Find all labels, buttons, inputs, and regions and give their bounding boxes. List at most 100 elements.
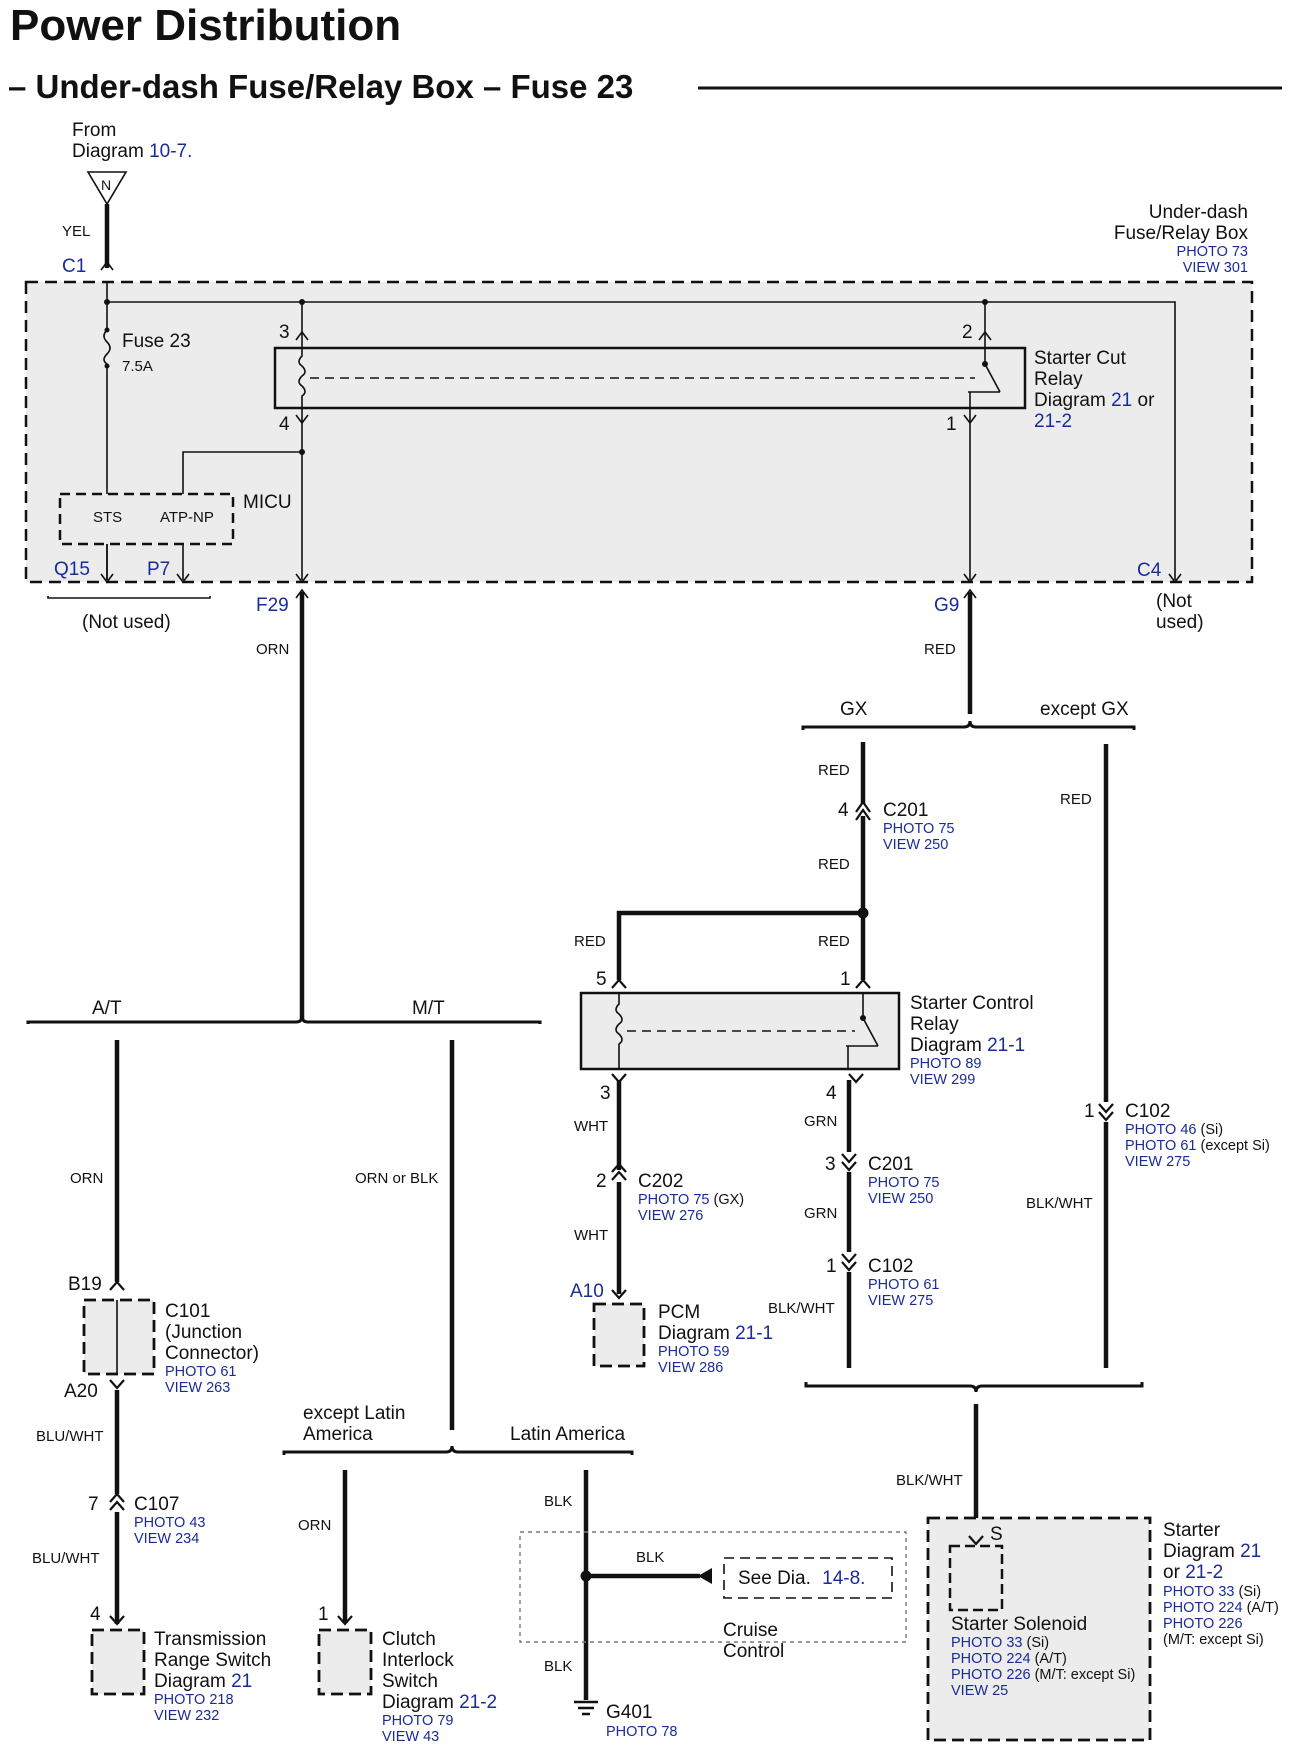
trs-diagram: Diagram 21: [154, 1671, 252, 1692]
c107-view[interactable]: VIEW 234: [134, 1531, 199, 1547]
micu-outputs: [106, 544, 184, 580]
c102-right-pin: 1: [1084, 1101, 1095, 1122]
starter-cut-relay-ref-1[interactable]: 21: [1111, 390, 1132, 411]
clutch-diagram-ref[interactable]: 21-2: [459, 1692, 497, 1713]
c102-right-view[interactable]: VIEW 275: [1125, 1154, 1190, 1170]
trs-diagram-ref[interactable]: 21: [231, 1671, 252, 1692]
c102-mid-view[interactable]: VIEW 275: [868, 1293, 933, 1309]
c202-photo[interactable]: PHOTO 75 (GX): [638, 1192, 744, 1208]
starter-diagram-2: or 21-2: [1163, 1562, 1223, 1583]
cruise-arrow-icon: [698, 1568, 712, 1584]
starter-cut-relay-label-2: Relay: [1034, 369, 1083, 390]
connector-c202-icon: [611, 1162, 627, 1181]
c102-right-photo-2[interactable]: PHOTO 61 (except Si): [1125, 1138, 1270, 1154]
fuse-box-title-1: Under-dash: [1149, 202, 1248, 223]
relay-ctrl-pin5: 5: [596, 969, 607, 990]
wire-label-blkwht-pcm: BLK/WHT: [768, 1300, 835, 1317]
c107-photo[interactable]: PHOTO 43: [134, 1515, 205, 1531]
starter-control-relay-view[interactable]: VIEW 299: [910, 1072, 975, 1088]
wire-label-red-left: RED: [574, 933, 606, 950]
c201-mid-photo[interactable]: PHOTO 75: [868, 1175, 939, 1191]
not-used-label: (Not used): [82, 612, 171, 633]
starter-label: Starter: [1163, 1520, 1221, 1541]
wire-label-grn: GRN: [804, 1113, 837, 1130]
pcm-diagram-ref[interactable]: 21-1: [735, 1323, 773, 1344]
clutch-diagram: Diagram 21-2: [382, 1692, 497, 1713]
starter-control-relay-ref[interactable]: 21-1: [987, 1035, 1025, 1056]
wire-label-wht-2: WHT: [574, 1227, 608, 1244]
starter-control-relay-photo[interactable]: PHOTO 89: [910, 1056, 981, 1072]
starter-cut-relay-ref-2[interactable]: 21-2: [1034, 411, 1072, 432]
fuse-box-view[interactable]: VIEW 301: [1183, 260, 1248, 276]
c201-mid-pin: 3: [825, 1154, 836, 1175]
relay-cut-switch-pivot: [982, 361, 988, 367]
c102-right-photo-1[interactable]: PHOTO 46 (Si): [1125, 1122, 1223, 1138]
pcm-pin: A10: [570, 1281, 604, 1302]
c201-top-view[interactable]: VIEW 250: [883, 837, 948, 853]
trs-box: [90, 1628, 146, 1696]
starter-solenoid-photo-2[interactable]: PHOTO 224 (A/T): [951, 1651, 1067, 1667]
starter-photo-3[interactable]: PHOTO 226: [1163, 1616, 1243, 1632]
c201-top-name: C201: [883, 800, 928, 821]
connector-g9-icon: [963, 573, 977, 584]
wire-label-wht: WHT: [574, 1118, 608, 1135]
c101-photo[interactable]: PHOTO 61: [165, 1364, 236, 1380]
clutch-photo[interactable]: PHOTO 79: [382, 1713, 453, 1729]
starter-solenoid-photo-3[interactable]: PHOTO 226 (M/T: except Si): [951, 1667, 1135, 1683]
micu-output-icons: [100, 573, 190, 584]
wire-label-blk-2: BLK: [636, 1549, 664, 1566]
clutch-pin: 1: [318, 1604, 329, 1625]
from-diagram-ref[interactable]: 10-7.: [149, 141, 192, 162]
c201-mid-name: C201: [868, 1154, 913, 1175]
c107-pin: 7: [88, 1494, 99, 1515]
starter-solenoid-label: Starter Solenoid: [951, 1614, 1087, 1635]
c101-top-plug: [109, 1280, 125, 1291]
starter-photo-3-note: (M/T: except Si): [1163, 1632, 1264, 1648]
c201-mid-view[interactable]: VIEW 250: [868, 1191, 933, 1207]
relay-cut-pin3-icon: [295, 330, 309, 341]
c102-mid-pin: 1: [826, 1256, 837, 1277]
relay-ctrl-switch-pivot: [860, 1015, 866, 1021]
c202-name: C202: [638, 1171, 683, 1192]
c202-view[interactable]: VIEW 276: [638, 1208, 703, 1224]
starter-ref-1[interactable]: 21: [1240, 1541, 1261, 1562]
relay-cut-pin2: 2: [962, 322, 973, 343]
relay-ctrl-pin3: 3: [600, 1083, 611, 1104]
connector-c107-icon: [109, 1492, 125, 1511]
pcm-photo[interactable]: PHOTO 59: [658, 1344, 729, 1360]
see-dia-box: [723, 1557, 893, 1599]
wire-label-blk-1: BLK: [544, 1493, 572, 1510]
wire-label-blk-3: BLK: [544, 1658, 572, 1675]
relay-ctrl-coil-icon: [615, 993, 623, 1069]
c101-view[interactable]: VIEW 263: [165, 1380, 230, 1396]
clutch-view[interactable]: VIEW 43: [382, 1729, 439, 1745]
g401-photo[interactable]: PHOTO 78: [606, 1724, 677, 1740]
trs-view[interactable]: VIEW 232: [154, 1708, 219, 1724]
trs-label-2: Range Switch: [154, 1650, 271, 1671]
starter-solenoid-photo-1[interactable]: PHOTO 33 (Si): [951, 1635, 1049, 1651]
branch-gx: [801, 720, 1136, 730]
relay-ctrl-top-plugs: [611, 978, 871, 989]
starter-solenoid-view[interactable]: VIEW 25: [951, 1683, 1008, 1699]
c201-top-photo[interactable]: PHOTO 75: [883, 821, 954, 837]
fuse-23-rating: 7.5A: [122, 358, 153, 375]
starter-photo-2[interactable]: PHOTO 224 (A/T): [1163, 1600, 1279, 1616]
fuse-box-photo[interactable]: PHOTO 73: [1177, 244, 1248, 260]
starter-ref-2[interactable]: 21-2: [1185, 1562, 1223, 1583]
see-dia-ref[interactable]: 14-8.: [822, 1568, 865, 1589]
wire-label-orn-or-blk: ORN or BLK: [355, 1170, 438, 1187]
starter-control-relay-label-2: Relay: [910, 1014, 959, 1035]
c102-mid-photo[interactable]: PHOTO 61: [868, 1277, 939, 1293]
connector-c1: C1: [62, 256, 86, 277]
clutch-label-3: Switch: [382, 1671, 438, 1692]
c107-name: C107: [134, 1494, 179, 1515]
starter-photo-1[interactable]: PHOTO 33 (Si): [1163, 1584, 1261, 1600]
trs-photo[interactable]: PHOTO 218: [154, 1692, 234, 1708]
c101-label-2: (Junction: [165, 1322, 242, 1343]
wire-label-red-except-gx: RED: [1060, 791, 1092, 808]
fuse-23-icon: [103, 329, 111, 365]
wire-label-blkwht-starter: BLK/WHT: [896, 1472, 963, 1489]
pcm-view[interactable]: VIEW 286: [658, 1360, 723, 1376]
micu-wire: [182, 450, 303, 580]
